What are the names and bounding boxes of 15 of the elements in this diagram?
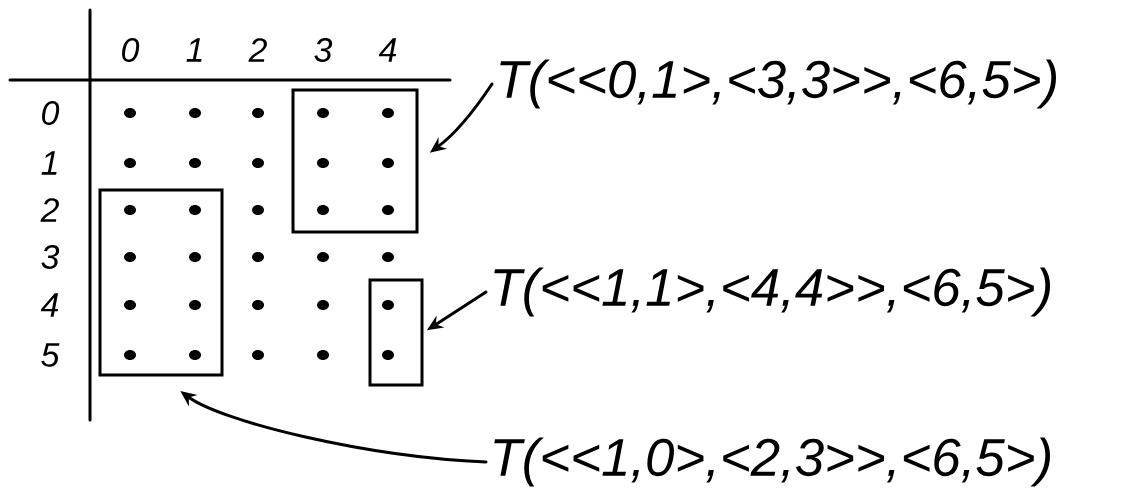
column-number: 1: [186, 38, 202, 62]
selection-box: [368, 278, 424, 387]
row-number: 5: [41, 343, 60, 367]
selection-box: [98, 188, 224, 377]
column-number: 2: [248, 38, 267, 62]
selection-box: [291, 88, 419, 234]
row-number: 2: [40, 198, 59, 222]
row-number: 1: [41, 151, 57, 175]
tuple-label: T(<<1,0>,<2,3>>,<6,5>): [494, 437, 1050, 487]
tuple-label: T(<<0,1>,<3,3>>,<6,5>): [500, 59, 1056, 109]
tuple-label: T(<<1,1>,<4,4>>,<6,5>): [494, 267, 1050, 317]
row-number: 4: [40, 293, 59, 317]
column-number: 0: [122, 38, 140, 62]
row-number: 0: [42, 101, 60, 125]
row-number: 3: [41, 245, 60, 269]
